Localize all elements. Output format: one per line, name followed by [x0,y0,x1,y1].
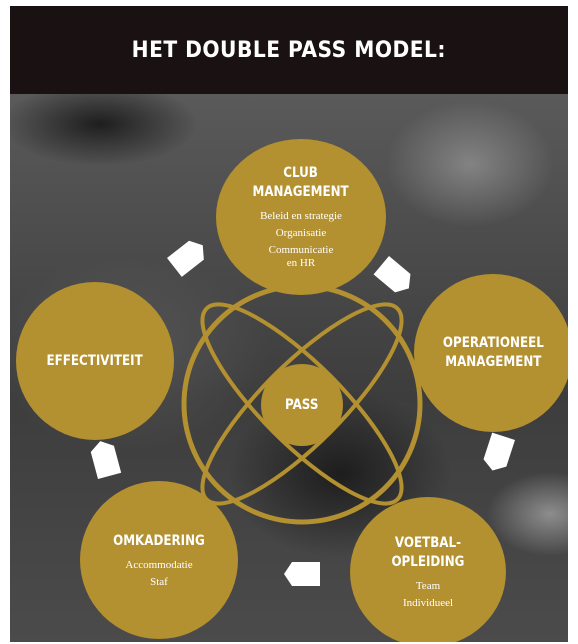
club-management-item: Organisatie [275,227,327,239]
club-management-item: Beleid en strategie [260,210,342,222]
effectiviteit-circle: EFFECTIVITEIT [16,282,174,440]
arrow-icon [284,562,320,586]
omkadering-item: Accommodatie [125,558,193,571]
club-management-circle: CLUB MANAGEMENT Beleid en strategie Orga… [216,139,386,295]
pass-circle: PASS [261,364,343,446]
arrow-icon [90,441,122,479]
arrow-icon [167,240,204,277]
omkadering-item: Staf [150,575,168,588]
voetbal-opleiding-circle: VOETBAL- OPLEIDING Team Individueel [350,497,506,642]
arrow-icon [483,432,515,471]
arrow-icon [373,256,411,293]
club-management-title: CLUB MANAGEMENT [252,165,350,200]
club-management-item: Communicatie en HR [268,244,334,269]
pass-label: PASS [285,396,319,413]
effectiviteit-title: EFFECTIVITEIT [46,352,144,369]
voetbal-opleiding-item: Individueel [402,597,454,609]
operationeel-management-circle: OPERATIONEEL MANAGEMENT [414,274,568,432]
page-title: HET DOUBLE PASS MODEL: [131,37,447,63]
omkadering-circle: OMKADERING Accommodatie Staf [80,481,238,639]
header-bar: HET DOUBLE PASS MODEL: [10,6,568,94]
voetbal-opleiding-title: VOETBAL- OPLEIDING [391,535,465,570]
infographic: HET DOUBLE PASS MODEL: PASS CLUB MANAGEM… [10,6,568,642]
voetbal-opleiding-item: Team [415,580,441,592]
omkadering-title: OMKADERING [113,532,205,549]
operationeel-management-title: OPERATIONEEL MANAGEMENT [442,335,544,370]
